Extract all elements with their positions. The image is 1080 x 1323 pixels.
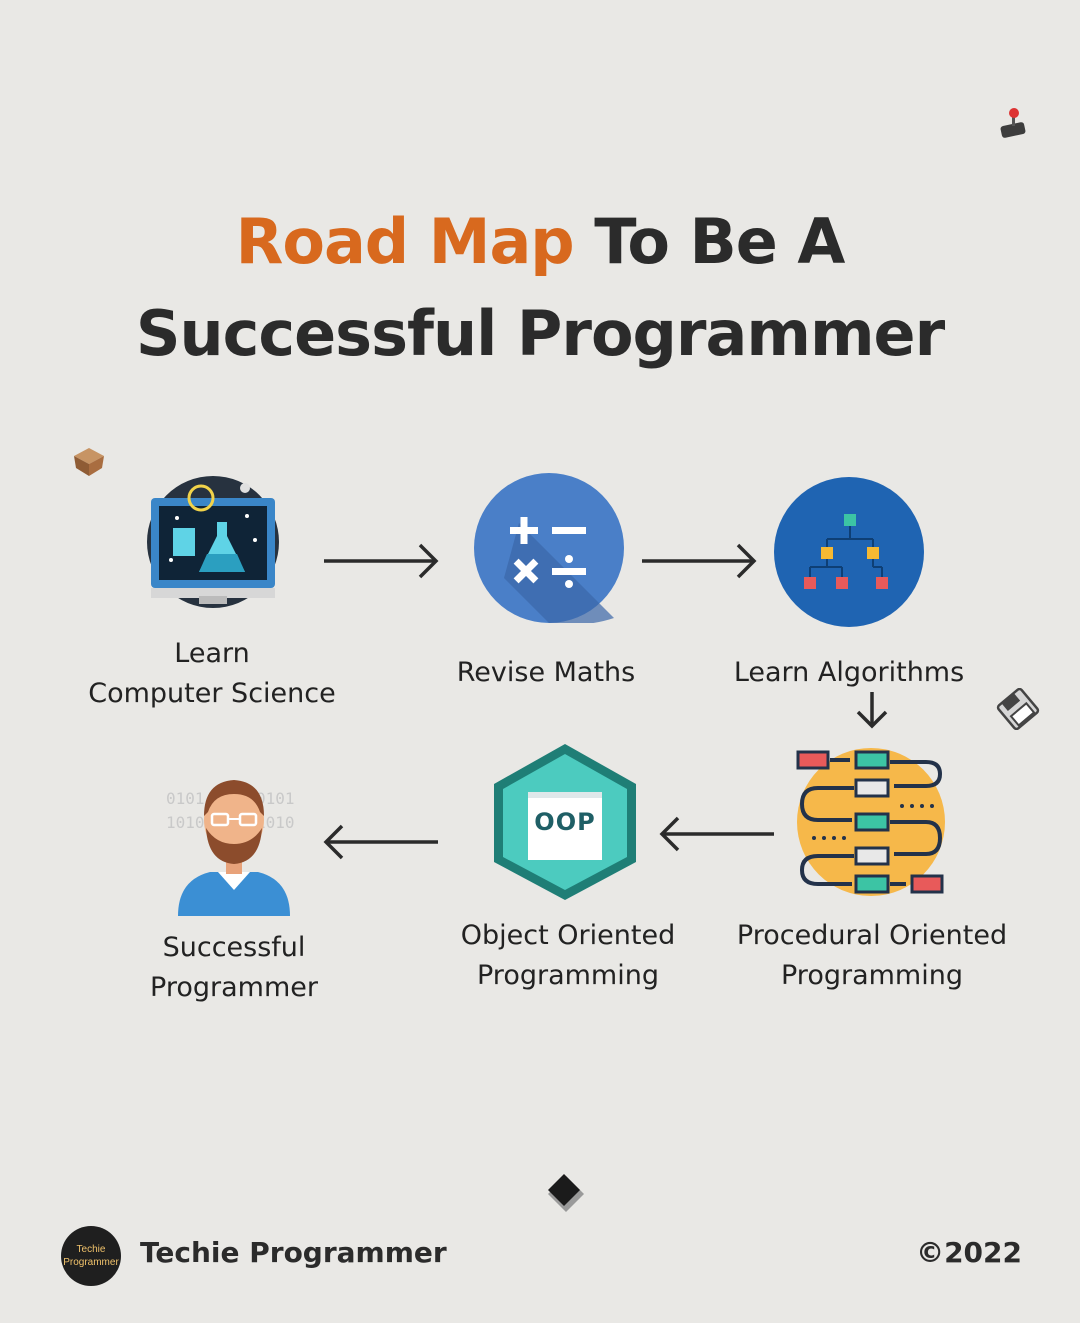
step-label-line1: Successful xyxy=(162,932,306,963)
arrow-right-icon xyxy=(642,543,757,579)
floppy-disk-icon xyxy=(996,688,1040,730)
diamond-shape-icon xyxy=(548,1174,584,1212)
svg-text:1010: 1010 xyxy=(256,813,295,832)
brand-logo: Techie Programmer xyxy=(61,1226,121,1286)
step-label-line1: Learn Algorithms xyxy=(733,657,965,688)
algorithm-tree-icon xyxy=(774,477,924,627)
step-label-line2: Computer Science xyxy=(88,678,336,709)
title-accent: Road Map xyxy=(235,205,575,278)
joystick-icon xyxy=(1000,108,1026,138)
arrow-down-icon xyxy=(856,692,888,729)
step-label-line1: Object Oriented xyxy=(460,920,676,951)
arrow-left-icon xyxy=(659,816,774,852)
step-label-line2: Programming xyxy=(477,960,659,991)
arrow-right-icon xyxy=(324,543,439,579)
svg-text:0101: 0101 xyxy=(256,789,295,808)
svg-text:0101: 0101 xyxy=(166,789,205,808)
oop-hexagon-icon xyxy=(494,744,636,900)
math-operators-icon xyxy=(474,473,624,623)
procedural-flowchart-icon xyxy=(796,748,945,896)
step-label-line1: Learn xyxy=(174,638,250,669)
oop-icon-label: OOP xyxy=(534,808,596,836)
step-label-procedural: Procedural Oriented Programming xyxy=(714,916,1030,996)
page-title-line2: Successful Programmer xyxy=(135,297,945,370)
step-label-learn-algorithms: Learn Algorithms xyxy=(712,653,986,693)
copyright: ©2022 xyxy=(916,1236,1022,1269)
step-label-line2: Programmer xyxy=(150,972,318,1003)
step-label-successful-programmer: Successful Programmer xyxy=(114,928,354,1008)
brand-name: Techie Programmer xyxy=(140,1236,447,1269)
step-label-revise-maths: Revise Maths xyxy=(420,653,672,693)
step-label-line2: Programming xyxy=(781,960,963,991)
programmer-avatar-icon: 0101 0101 1010 1010 xyxy=(166,780,295,916)
step-label-line1: Procedural Oriented xyxy=(736,920,1008,951)
svg-text:1010: 1010 xyxy=(166,813,205,832)
box-cube-icon xyxy=(74,448,104,476)
brand-logo-line2: Programmer xyxy=(63,1257,119,1268)
step-label-oop: Object Oriented Programming xyxy=(428,916,708,996)
computer-science-lab-icon xyxy=(147,476,279,608)
title-line1-rest: To Be A xyxy=(573,205,845,278)
step-label-line1: Revise Maths xyxy=(456,657,636,688)
arrow-left-icon xyxy=(323,824,438,860)
brand-logo-line1: Techie xyxy=(76,1244,106,1255)
step-label-computer-science: Learn Computer Science xyxy=(62,634,362,714)
page-title-line1: Road Map To Be A xyxy=(0,205,1080,278)
